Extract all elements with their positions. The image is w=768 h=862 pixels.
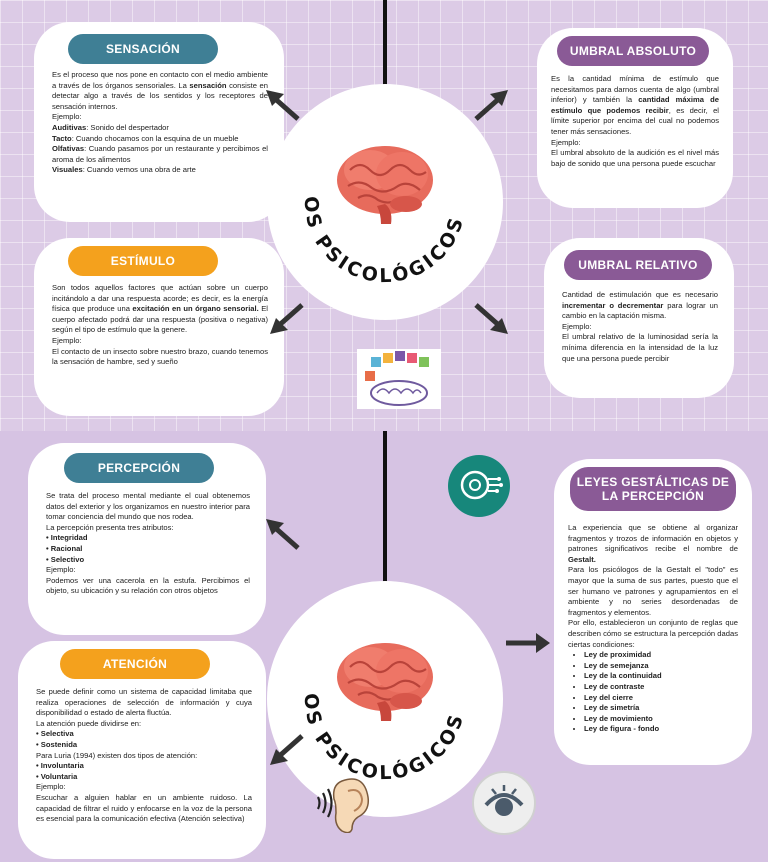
brain-icon [337, 146, 433, 224]
umbral-relativo-title: UMBRAL RELATIVO [564, 250, 712, 280]
leyes-card: LEYES GESTÁLTICAS DE LA PERCEPCIÓN La ex… [554, 459, 752, 765]
estimulo-line: Son todos aquellos factores que actúan s… [52, 283, 268, 335]
estimulo-title: ESTÍMULO [68, 246, 218, 276]
atencion-luria-label: Para Luria (1994) existen dos tipos de a… [36, 750, 198, 760]
bottom-panel: PERCEPCIÓN Se trata del proceso mental m… [0, 431, 768, 862]
umbral-absoluto-body: Es la cantidad mínima de estímulo que ne… [551, 74, 719, 169]
connector-line [383, 431, 387, 586]
umbral-absoluto-line: El umbral absoluto de la audición es el … [551, 148, 719, 168]
percepcion-example: Podemos ver una cacerola en la estufa. P… [46, 575, 250, 596]
sensacion-line: Ejemplo: [52, 112, 82, 122]
percepcion-attr-label: La percepción presenta tres atributos: [46, 522, 174, 532]
umbral-relativo-card: UMBRAL RELATIVO Cantidad de estimulación… [544, 238, 734, 398]
center-circle: PROCESOS PSICOLÓGICOS BÁSICOS [267, 581, 503, 817]
ley-item: Ley de figura - fondo [584, 724, 738, 735]
eye-icon [472, 771, 536, 835]
senses-icon [357, 349, 441, 409]
atencion-div: • Selectiva [36, 729, 74, 739]
percepcion-attr: • Selectivo [46, 554, 85, 564]
ley-item: Ley de simetría [584, 703, 738, 714]
umbral-relativo-line: Cantidad de estimulación que es necesari… [562, 290, 718, 321]
leyes-list: Ley de proximidad Ley de semejanza Ley d… [568, 650, 738, 735]
arrow-icon [474, 303, 508, 334]
estimulo-line: Ejemplo: [52, 335, 82, 345]
leyes-p2: Para los psicólogos de la Gestalt el "to… [568, 565, 738, 617]
sensacion-line: Visuales: Cuando vemos una obra de arte [52, 165, 196, 175]
sensacion-line: Auditivas: Sonido del despertador [52, 122, 169, 132]
estimulo-body: Son todos aquellos factores que actúan s… [52, 283, 268, 368]
percepcion-body: Se trata del proceso mental mediante el … [46, 491, 250, 597]
atencion-example-label: Ejemplo: [36, 782, 66, 792]
leyes-p3: Por ello, establecieron un conjunto de r… [568, 618, 738, 649]
percepcion-example-label: Ejemplo: [46, 565, 76, 575]
ley-item: Ley del cierre [584, 693, 738, 704]
leyes-p1: La experiencia que se obtiene al organiz… [568, 523, 738, 564]
atencion-example: Escuchar a alguien hablar en un ambiente… [36, 792, 252, 824]
arrow-icon [506, 633, 550, 653]
mind-gear-icon [448, 455, 510, 517]
percepcion-intro: Se trata del proceso mental mediante el … [46, 491, 250, 522]
umbral-relativo-line: El umbral relativo de la luminosidad ser… [562, 332, 718, 363]
atencion-type: • Involuntaria [36, 761, 84, 771]
atencion-card: ATENCIÓN Se puede definir como un sistem… [18, 641, 266, 859]
arrow-icon [266, 519, 300, 550]
sensacion-line: Es el proceso que nos pone en contacto c… [52, 70, 268, 111]
arrow-icon [270, 303, 304, 334]
umbral-relativo-line: Ejemplo: [562, 321, 592, 331]
atencion-title: ATENCIÓN [60, 649, 210, 679]
leyes-body: La experiencia que se obtiene al organiz… [568, 523, 738, 735]
umbral-absoluto-line: Es la cantidad mínima de estímulo que ne… [551, 74, 720, 136]
center-circle: PROCESOS PSICOLÓGICOS BÁSICOS [267, 84, 503, 320]
percepcion-attr: • Racional [46, 543, 83, 553]
atencion-div: • Sostenida [36, 739, 78, 749]
atencion-body: Se puede definir como un sistema de capa… [36, 687, 252, 825]
estimulo-line: El contacto de un insecto sobre nuestro … [52, 346, 268, 367]
sensacion-line: Tacto: Cuando chocamos con la esquina de… [52, 133, 239, 143]
sensacion-line: Olfativas: Cuando pasamos por un restaur… [52, 144, 268, 164]
umbral-absoluto-line: Ejemplo: [551, 137, 581, 147]
arrow-icon [474, 90, 508, 121]
ley-item: Ley de semejanza [584, 661, 738, 672]
sensacion-title: SENSACIÓN [68, 34, 218, 64]
estimulo-card: ESTÍMULO Son todos aquellos factores que… [34, 238, 284, 416]
arrow-icon [266, 90, 300, 121]
umbral-relativo-body: Cantidad de estimulación que es necesari… [562, 290, 718, 364]
arrow-icon [270, 734, 304, 765]
sensacion-card: SENSACIÓN Es el proceso que nos pone en … [34, 22, 284, 222]
connector-line [383, 0, 387, 88]
percepcion-card: PERCEPCIÓN Se trata del proceso mental m… [28, 443, 266, 635]
umbral-absoluto-card: UMBRAL ABSOLUTO Es la cantidad mínima de… [537, 28, 733, 208]
top-panel: SENSACIÓN Es el proceso que nos pone en … [34, 0, 734, 416]
percepcion-attr: • Integridad [46, 533, 88, 543]
ley-item: Ley de movimiento [584, 714, 738, 725]
leyes-title: LEYES GESTÁLTICAS DE LA PERCEPCIÓN [570, 467, 736, 511]
umbral-absoluto-title: UMBRAL ABSOLUTO [557, 36, 709, 66]
ley-item: Ley de la continuidad [584, 671, 738, 682]
ear-icon [314, 771, 374, 834]
ley-item: Ley de contraste [584, 682, 738, 693]
atencion-div-label: La atención puede dividirse en: [36, 718, 142, 728]
atencion-type: • Voluntaria [36, 771, 78, 781]
brain-icon [337, 643, 433, 721]
atencion-intro: Se puede definir como un sistema de capa… [36, 687, 252, 718]
ley-item: Ley de proximidad [584, 650, 738, 661]
sensacion-body: Es el proceso que nos pone en contacto c… [52, 70, 268, 176]
percepcion-title: PERCEPCIÓN [64, 453, 214, 483]
